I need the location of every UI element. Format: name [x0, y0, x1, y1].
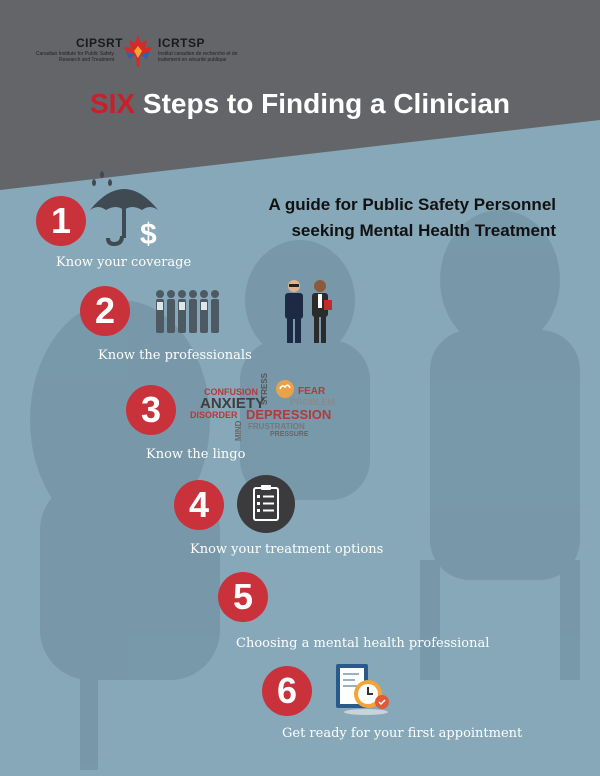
title-rest: Steps to Finding a Clinician — [135, 88, 511, 119]
org-fr-name: Institut canadien de recherche et de tra… — [158, 51, 238, 63]
step-6-label: Get ready for your first appointment — [282, 726, 523, 741]
maple-leaf-icon — [123, 35, 153, 67]
org-fr-abbr: ICRTSP — [158, 36, 206, 50]
word-cloud: CONFUSION ANXIETY STRESS FEAR PROBLEM DI… — [190, 373, 340, 443]
word-disorder: DISORDER — [190, 410, 238, 420]
appointment-clock-icon — [336, 664, 389, 715]
cipsrt-logo: CIPSRT Canadian Institute for Public Saf… — [34, 34, 264, 74]
umbrella-dollar-icon: $ — [90, 171, 158, 250]
step-3-label: Know the lingo — [146, 447, 246, 462]
step-2-number: 2 — [80, 286, 130, 336]
word-frustration: FRUSTRATION — [248, 422, 305, 431]
svg-text:$: $ — [140, 218, 157, 250]
group-of-people-icon — [156, 290, 219, 333]
guide-line-2: seeking Mental Health Treatment — [291, 221, 556, 240]
step-6-number: 6 — [262, 666, 312, 716]
guide-line-1: A guide for Public Safety Personnel — [268, 195, 556, 214]
step-4-label: Know your treatment options — [190, 542, 384, 557]
step-1-label: Know your coverage — [56, 255, 192, 270]
word-mind: MIND — [234, 420, 243, 441]
word-depression: DEPRESSION — [246, 407, 332, 422]
title-accent: SIX — [89, 88, 136, 119]
step-5-number: 5 — [218, 572, 268, 622]
word-fear: FEAR — [298, 386, 326, 397]
clipboard-checklist-icon — [237, 475, 295, 533]
two-professionals-icon — [285, 280, 332, 343]
word-stress: STRESS — [260, 372, 269, 405]
page-title: SIX Steps to Finding a Clinician — [0, 88, 600, 120]
step-1-number: 1 — [36, 196, 86, 246]
word-pressure: PRESSURE — [270, 431, 309, 438]
word-problem: PROBLEM — [290, 397, 335, 407]
brain-icon — [276, 380, 294, 398]
step-3-number: 3 — [126, 385, 176, 435]
org-en-abbr: CIPSRT — [76, 36, 124, 50]
step-2-label: Know the professionals — [98, 348, 252, 363]
word-anxiety: ANXIETY — [200, 395, 266, 412]
step-5-label: Choosing a mental health professional — [236, 636, 490, 651]
step-4-number: 4 — [174, 480, 224, 530]
word-confusion: CONFUSION — [204, 387, 258, 397]
guide-subtitle: A guide for Public Safety Personnel seek… — [216, 192, 556, 244]
org-en-name: Canadian Institute for Public Safety Res… — [35, 51, 114, 63]
